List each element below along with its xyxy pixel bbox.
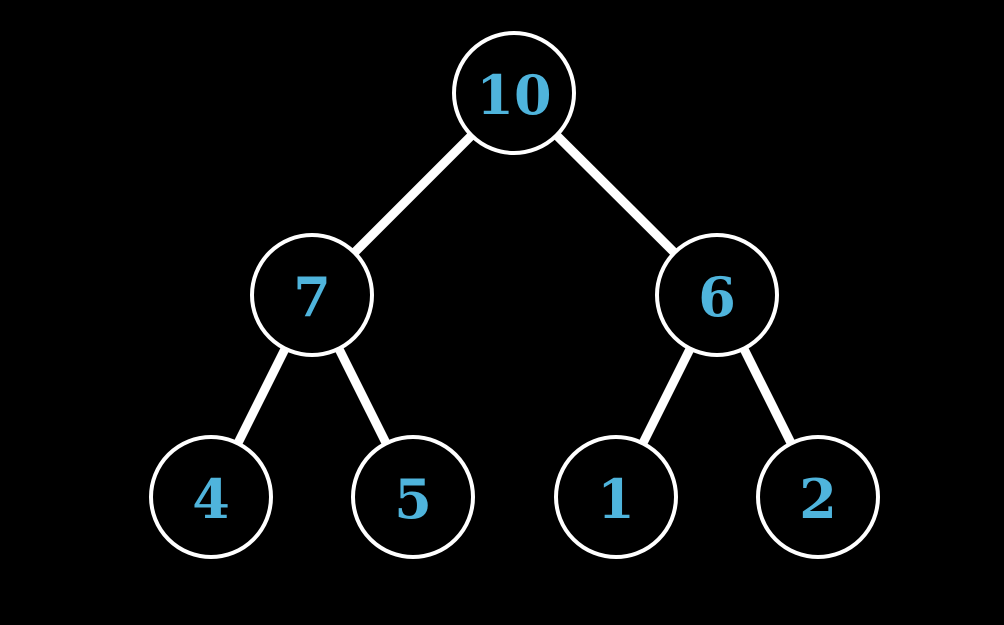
node-label: 5 <box>394 467 432 531</box>
node-label: 1 <box>597 467 635 531</box>
node-circle <box>554 435 678 559</box>
tree-node-right-left: 1 <box>554 435 678 559</box>
node-label: 10 <box>476 63 551 127</box>
tree-node-left-right: 5 <box>351 435 475 559</box>
tree-node-left-left: 4 <box>149 435 273 559</box>
node-circle <box>655 233 779 357</box>
node-circle <box>452 31 576 155</box>
tree-edges <box>233 132 796 446</box>
edge-7-5 <box>334 346 391 446</box>
tree-node-right-right: 2 <box>756 435 880 559</box>
node-label: 7 <box>293 265 331 329</box>
node-circle <box>351 435 475 559</box>
edge-7-4 <box>233 346 290 446</box>
node-circle <box>756 435 880 559</box>
node-circle <box>250 233 374 357</box>
tree-node-root: 10 <box>452 31 576 155</box>
node-label: 4 <box>192 467 230 531</box>
tree-node-left: 7 <box>250 233 374 357</box>
node-circle <box>149 435 273 559</box>
edge-6-2 <box>739 346 796 446</box>
edge-10-6 <box>553 132 678 256</box>
node-label: 6 <box>698 265 736 329</box>
node-label: 2 <box>799 467 837 531</box>
edge-6-1 <box>638 346 695 446</box>
edge-10-7 <box>351 132 475 256</box>
tree-node-right: 6 <box>655 233 779 357</box>
tree-nodes: 10 7 6 4 5 1 2 <box>149 31 880 559</box>
